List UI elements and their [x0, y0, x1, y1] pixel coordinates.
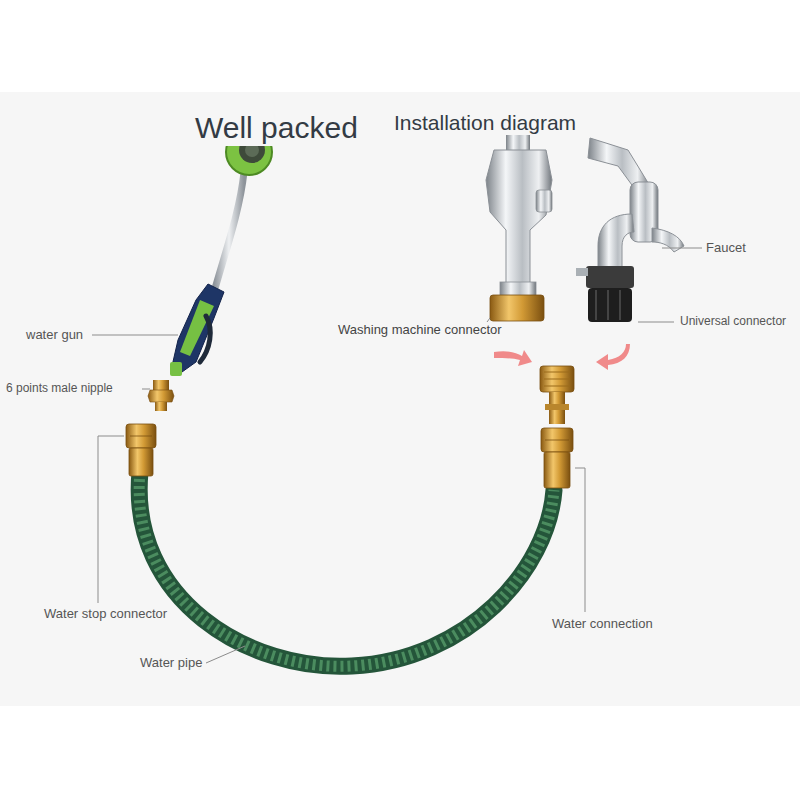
male-nipple: [148, 380, 174, 411]
leader-line: [92, 248, 702, 663]
washing-machine-faucet: [486, 126, 552, 321]
water-connection: [541, 428, 573, 488]
title: Well packed: [193, 110, 360, 146]
part-label: Water stop connector: [42, 606, 169, 622]
water-stop-connector: [126, 424, 156, 476]
part-label: Water pipe: [138, 655, 204, 671]
part-label: Washing machine connector: [336, 322, 504, 338]
part-label: Faucet: [704, 240, 748, 256]
part-label: Water connection: [550, 616, 655, 632]
faucet-adapter: [540, 366, 574, 424]
water-gun: [170, 129, 272, 376]
background-panel: [0, 92, 800, 706]
direction-arrow: [494, 344, 630, 370]
part-label: Universal connector: [678, 314, 788, 328]
subtitle: Installation diagram: [392, 110, 578, 135]
part-label: water gun: [24, 327, 85, 343]
universal-connector: [576, 266, 634, 322]
part-label: 6 points male nipple: [4, 381, 115, 395]
water-pipe: [139, 472, 554, 666]
